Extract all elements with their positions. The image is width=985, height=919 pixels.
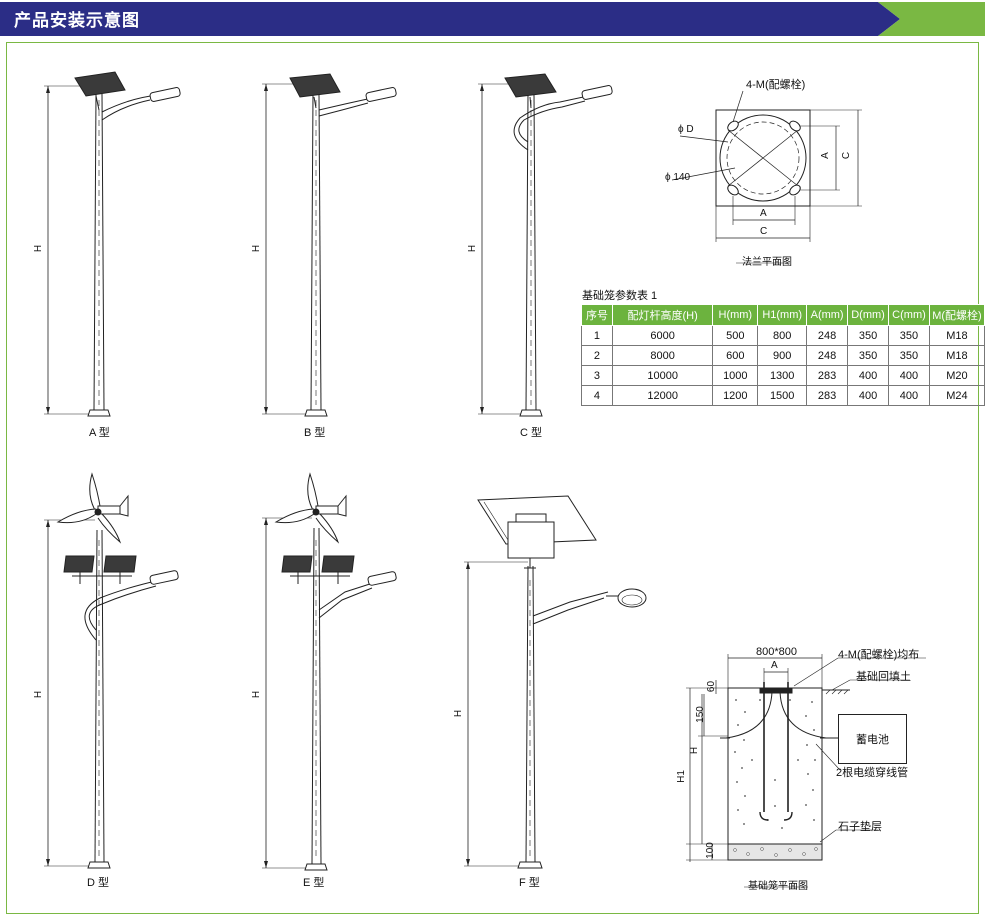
backfill-label: 基础回填土 (856, 671, 911, 683)
table-cell: 800 (757, 325, 808, 346)
flange-plan-drawing (671, 90, 862, 264)
pole-e-h-label: H (251, 690, 263, 699)
table-cell: 400 (847, 385, 890, 406)
table-cell: 350 (847, 325, 890, 346)
pole-a-drawing (44, 71, 181, 417)
pole-b-drawing (262, 73, 397, 417)
pole-b-type-label: B 型 (304, 427, 326, 439)
foundation-a-label: A (771, 660, 778, 671)
table-cell: 1000 (712, 365, 759, 386)
foundation-section-drawing (686, 654, 926, 888)
flange-c-horizontal-label: C (760, 226, 768, 237)
pole-e-type-label: E 型 (303, 877, 325, 889)
pole-b-h-label: H (251, 244, 263, 253)
param-header-cell: 序号 (581, 304, 613, 326)
table-cell: 350 (847, 345, 890, 366)
flange-c-vertical-label: C (841, 151, 853, 160)
pole-d-type-label: D 型 (87, 877, 109, 889)
table-cell: 10000 (611, 365, 714, 386)
table-cell: 248 (806, 345, 849, 366)
flange-a-vertical-label: A (819, 152, 831, 159)
pole-f-type-label: F 型 (519, 877, 540, 889)
table-cell: M20 (928, 365, 985, 386)
foundation-bolt-label: 4-M(配螺栓)均布 (838, 649, 920, 661)
foundation-caption: 基础笼平面图 (748, 881, 808, 892)
table-row: 3 10000 1000 1300 283 400 400 M20 (581, 365, 985, 386)
table-cell: 283 (806, 385, 849, 406)
pole-d-h-label: H (33, 690, 45, 699)
param-header-cell: H1(mm) (757, 304, 808, 326)
content-frame (6, 42, 979, 914)
conduit-label: 2根电缆穿线管 (836, 767, 909, 779)
flange-phi-d-label: ϕ D (678, 124, 694, 135)
table-cell: M24 (928, 385, 985, 406)
dim-h1-label: H1 (675, 770, 687, 783)
dim-h-label: H (689, 746, 701, 755)
table-cell: 400 (888, 365, 930, 386)
table-cell: 400 (847, 365, 890, 386)
table-cell: 6000 (611, 325, 714, 346)
gravel-label: 石子垫层 (838, 821, 882, 833)
param-table-caption: 基础笼参数表 1 (582, 290, 658, 302)
flange-phi-140-label: ϕ 140 (665, 172, 691, 183)
pole-c-drawing (478, 73, 613, 417)
param-header-cell: M(配螺栓) (928, 304, 985, 326)
dim-100-label: 100 (704, 842, 716, 859)
table-row: 4 12000 1200 1500 283 400 400 M24 (581, 385, 985, 406)
header-bar: 产品安装示意图 (0, 0, 985, 36)
flange-bolt-label: 4-M(配螺栓) (746, 79, 806, 91)
battery-box: 蓄电池 (838, 714, 907, 764)
param-header-cell: D(mm) (847, 304, 890, 326)
table-cell: M18 (928, 345, 985, 366)
table-cell: 1300 (757, 365, 808, 386)
table-cell: 1 (581, 325, 613, 346)
table-cell: 12000 (611, 385, 714, 406)
table-cell: 283 (806, 365, 849, 386)
pole-d-drawing (44, 472, 179, 869)
table-cell: M18 (928, 325, 985, 346)
table-cell: 400 (888, 385, 930, 406)
table-cell: 900 (757, 345, 808, 366)
param-header-cell: 配灯杆高度(H) (611, 304, 714, 326)
pole-f-h-label: H (453, 709, 465, 718)
flange-plan-caption: 法兰平面图 (742, 257, 792, 268)
pole-a-type-label: A 型 (89, 427, 110, 439)
table-cell: 600 (712, 345, 759, 366)
pole-c-type-label: C 型 (520, 427, 542, 439)
param-header-cell: H(mm) (712, 304, 759, 326)
dim-60-label: 60 (706, 680, 718, 693)
pole-e-drawing (262, 472, 397, 871)
flange-a-horizontal-label: A (760, 208, 767, 219)
header-bar-shape (0, 2, 985, 36)
param-header-cell: C(mm) (888, 304, 930, 326)
table-row: 1 6000 500 800 248 350 350 M18 (581, 325, 985, 346)
pole-f-drawing (464, 495, 647, 869)
table-cell: 1200 (712, 385, 759, 406)
pole-c-h-label: H (467, 244, 479, 253)
param-header-cell: A(mm) (806, 304, 849, 326)
dim-150-label: 150 (694, 706, 706, 723)
table-cell: 350 (888, 345, 930, 366)
param-table-header-row: 序号 配灯杆高度(H) H(mm) H1(mm) A(mm) D(mm) C(m… (581, 304, 985, 326)
table-cell: 350 (888, 325, 930, 346)
table-cell: 3 (581, 365, 613, 386)
table-cell: 4 (581, 385, 613, 406)
param-table: 序号 配灯杆高度(H) H(mm) H1(mm) A(mm) D(mm) C(m… (581, 304, 985, 406)
page-title: 产品安装示意图 (14, 11, 140, 31)
foundation-size-label: 800*800 (756, 646, 797, 658)
table-cell: 248 (806, 325, 849, 346)
table-cell: 2 (581, 345, 613, 366)
table-cell: 1500 (757, 385, 808, 406)
pole-a-h-label: H (33, 244, 45, 253)
table-cell: 8000 (611, 345, 714, 366)
table-cell: 500 (712, 325, 759, 346)
table-row: 2 8000 600 900 248 350 350 M18 (581, 345, 985, 366)
